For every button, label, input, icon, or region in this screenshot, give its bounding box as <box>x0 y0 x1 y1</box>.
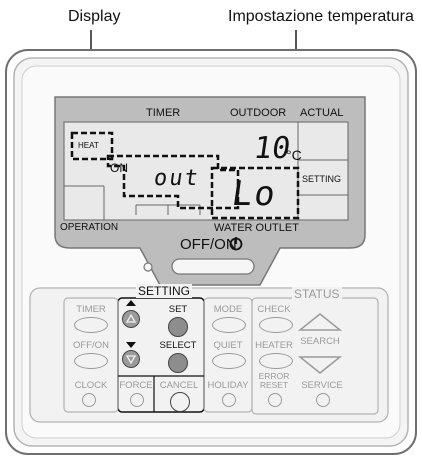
lcd-lo-text: Lo <box>229 174 280 214</box>
annotation-display: Display <box>68 8 121 25</box>
annotation-temperature-setting: Impostazione temperatura <box>228 8 414 25</box>
lcd-heat-label: HEAT <box>78 141 99 150</box>
power-label: OFF/ON <box>180 236 237 253</box>
timer-button-label: TIMER <box>76 304 106 315</box>
lcd-out-text: out <box>152 166 202 191</box>
holiday-button-label: HOLIDAY <box>207 380 249 391</box>
search-up-button[interactable] <box>300 313 340 331</box>
lcd-outdoor-label: OUTDOOR <box>230 107 287 119</box>
select-button-label: SELECT <box>159 340 197 351</box>
error-reset-label-line2: RESET <box>259 380 289 390</box>
clock-button-label: CLOCK <box>74 380 108 391</box>
force-button-label: FORCE <box>119 380 153 391</box>
force-button[interactable] <box>130 393 144 407</box>
heat-highlight <box>70 131 114 161</box>
up-button[interactable] <box>122 310 140 328</box>
set-button-label: SET <box>168 304 188 315</box>
cancel-button-label: CANCEL <box>159 380 199 391</box>
lcd-screen <box>63 121 349 221</box>
service-button[interactable] <box>316 393 330 407</box>
lcd-timer-label: TIMER <box>146 107 181 119</box>
holiday-button[interactable] <box>222 393 236 407</box>
set-button[interactable] <box>168 317 188 337</box>
heater-button-label: HEATER <box>255 340 293 351</box>
down-button[interactable] <box>122 350 140 368</box>
search-label: SEARCH <box>300 336 340 347</box>
setting-group-label: SETTING <box>136 284 193 298</box>
power-led <box>143 262 153 272</box>
off-on-button[interactable] <box>74 353 108 369</box>
mode-button-label: MODE <box>213 304 243 315</box>
timer-button[interactable] <box>74 317 108 333</box>
service-button-label: SERVICE <box>301 380 343 391</box>
error-reset-button[interactable] <box>268 393 282 407</box>
search-down-button[interactable] <box>300 356 340 374</box>
quiet-button[interactable] <box>212 353 246 369</box>
up-arrow-icon <box>125 313 137 323</box>
error-reset-label-line1: ERROR <box>258 371 290 381</box>
clock-button[interactable] <box>82 393 96 407</box>
lcd-actual-label: ACTUAL <box>300 107 344 119</box>
temperature-highlight <box>210 166 300 220</box>
search-down-icon <box>297 356 343 374</box>
lcd-setting-label: SETTING <box>302 174 342 184</box>
status-group-label: STATUS <box>292 287 342 301</box>
lcd-unit: °C <box>286 147 302 163</box>
quiet-button-label: QUIET <box>213 340 243 351</box>
button-panel <box>29 287 389 423</box>
heater-button[interactable] <box>259 353 293 369</box>
down-arrow-icon <box>125 355 137 365</box>
check-button-label: CHECK <box>257 304 291 315</box>
select-button[interactable] <box>168 353 188 373</box>
lcd-water-outlet-label: WATER OUTLET <box>214 222 299 234</box>
search-up-icon <box>297 313 343 331</box>
lcd-on-label: ON <box>110 161 128 175</box>
mode-button[interactable] <box>212 317 246 333</box>
cancel-button[interactable] <box>170 392 190 412</box>
lcd-operation-label: OPERATION <box>60 222 119 233</box>
display-highlight <box>106 154 240 210</box>
off-on-button-label: OFF/ON <box>73 340 109 351</box>
check-button[interactable] <box>259 317 293 333</box>
power-switch <box>171 258 255 275</box>
